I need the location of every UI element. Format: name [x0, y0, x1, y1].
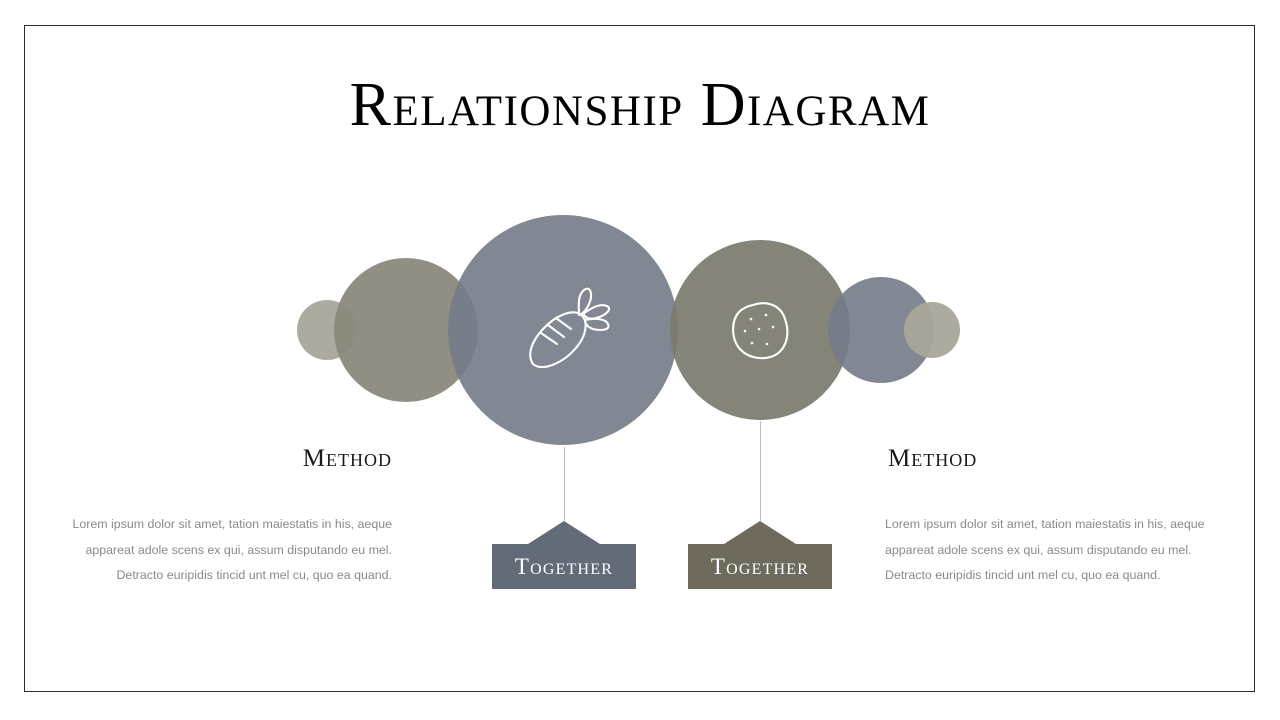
method-body-line: appareat adole scens ex qui, assum dispu… [85, 542, 392, 557]
method-body-line: Detracto euripidis tincid unt mel cu, qu… [116, 568, 392, 582]
method-body-line: appareat adole scens ex qui, assum dispu… [885, 542, 1192, 557]
connector-line [564, 447, 565, 521]
method-body-line: Lorem ipsum dolor sit amet, tation maies… [72, 517, 392, 531]
method-body-left: Lorem ipsum dolor sit amet, tation maies… [62, 512, 392, 589]
circle-medium-right-olive [670, 240, 850, 420]
banner-pointer [528, 521, 600, 544]
method-body-line: Lorem ipsum dolor sit amet, tation maies… [885, 517, 1205, 531]
banner-label: Together [492, 544, 636, 589]
together-banner-left[interactable]: Together [492, 521, 636, 589]
circle-small-right-taupe [904, 302, 960, 358]
banner-pointer [724, 521, 796, 544]
method-body-right: Lorem ipsum dolor sit amet, tation maies… [885, 512, 1215, 589]
together-banner-right[interactable]: Together [688, 521, 832, 589]
method-body-line: Detracto euripidis tincid unt mel cu, qu… [885, 568, 1161, 582]
page-title: Relationship Diagram [349, 71, 931, 139]
method-heading-left: Method [302, 445, 392, 472]
banner-label: Together [688, 544, 832, 589]
method-heading-right: Method [888, 445, 978, 472]
circle-large-center-blue [448, 215, 678, 445]
connector-line [760, 421, 761, 521]
